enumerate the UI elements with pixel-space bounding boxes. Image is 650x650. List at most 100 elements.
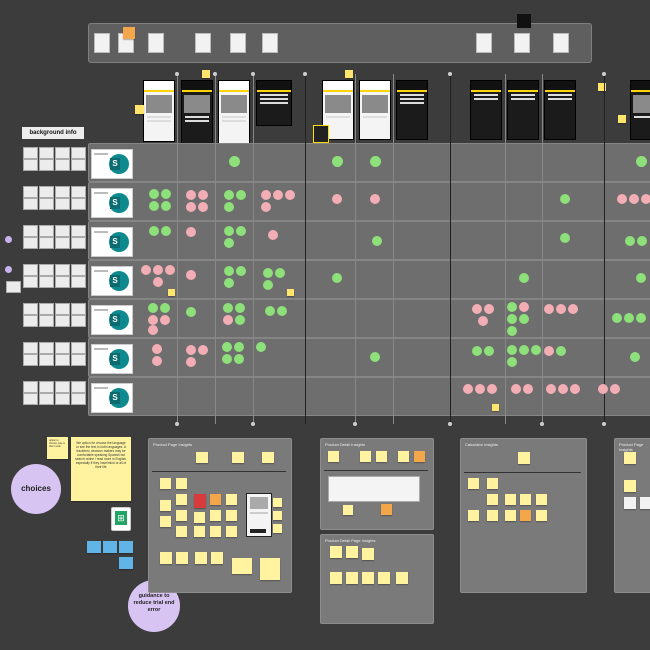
observation-dot[interactable] [275, 268, 285, 278]
participant-card[interactable]: S [91, 344, 133, 374]
observation-dot[interactable] [519, 345, 529, 355]
observation-dot[interactable] [511, 384, 521, 394]
observation-dot[interactable] [198, 202, 208, 212]
observation-dot[interactable] [612, 313, 622, 323]
phone-mockup[interactable] [256, 80, 292, 126]
phone-mockup[interactable] [544, 80, 576, 140]
observation-dot[interactable] [507, 357, 517, 367]
observation-dot[interactable] [224, 278, 234, 288]
participant-card[interactable]: S [91, 149, 133, 179]
observation-dot[interactable] [223, 303, 233, 313]
document-thumb[interactable] [262, 33, 278, 53]
observation-dot[interactable] [224, 190, 234, 200]
observation-dot[interactable] [277, 306, 287, 316]
observation-dot[interactable] [222, 342, 232, 352]
observation-dot[interactable] [556, 304, 566, 314]
observation-dot[interactable] [235, 303, 245, 313]
observation-dot[interactable] [332, 273, 342, 283]
participant-card[interactable]: S [91, 305, 133, 335]
observation-dot[interactable] [570, 384, 580, 394]
observation-dot[interactable] [507, 302, 517, 312]
observation-dot[interactable] [161, 189, 171, 199]
observation-dot[interactable] [149, 226, 159, 236]
observation-dot[interactable] [224, 238, 234, 248]
document-thumb[interactable] [514, 33, 530, 53]
observation-dot[interactable] [256, 342, 266, 352]
observation-dot[interactable] [186, 345, 196, 355]
observation-dot[interactable] [235, 315, 245, 325]
observation-dot[interactable] [160, 315, 170, 325]
observation-dot[interactable] [148, 315, 158, 325]
observation-dot[interactable] [598, 384, 608, 394]
observation-dot[interactable] [370, 352, 380, 362]
observation-dot[interactable] [475, 384, 485, 394]
observation-dot[interactable] [263, 268, 273, 278]
document-thumb[interactable] [195, 33, 211, 53]
observation-dot[interactable] [234, 354, 244, 364]
phone-mockup[interactable] [181, 80, 213, 144]
observation-dot[interactable] [617, 194, 627, 204]
observation-dot[interactable] [161, 226, 171, 236]
phone-mockup[interactable] [630, 80, 650, 140]
observation-dot[interactable] [636, 156, 647, 167]
observation-dot[interactable] [186, 357, 196, 367]
document-thumb[interactable] [148, 33, 164, 53]
observation-dot[interactable] [234, 342, 244, 352]
observation-dot[interactable] [544, 304, 554, 314]
observation-dot[interactable] [370, 156, 381, 167]
observation-dot[interactable] [152, 356, 162, 366]
participant-card[interactable]: S [91, 266, 133, 296]
document-thumb[interactable] [94, 33, 110, 53]
observation-dot[interactable] [223, 315, 233, 325]
observation-dot[interactable] [641, 194, 650, 204]
observation-dot[interactable] [236, 226, 246, 236]
observation-dot[interactable] [224, 226, 234, 236]
phone-mockup[interactable] [507, 80, 539, 140]
document-thumb[interactable] [476, 33, 492, 53]
observation-dot[interactable] [463, 384, 473, 394]
observation-dot[interactable] [268, 230, 278, 240]
participant-card[interactable]: S [91, 188, 133, 218]
document-thumb[interactable] [230, 33, 246, 53]
phone-mockup[interactable] [470, 80, 502, 140]
observation-dot[interactable] [630, 352, 640, 362]
observation-dot[interactable] [531, 345, 541, 355]
observation-dot[interactable] [160, 303, 170, 313]
observation-dot[interactable] [523, 384, 533, 394]
observation-dot[interactable] [556, 346, 566, 356]
document-thumb[interactable] [553, 33, 569, 53]
observation-dot[interactable] [332, 194, 342, 204]
observation-dot[interactable] [149, 201, 159, 211]
observation-dot[interactable] [507, 314, 517, 324]
observation-dot[interactable] [153, 277, 163, 287]
observation-dot[interactable] [568, 304, 578, 314]
observation-dot[interactable] [625, 236, 635, 246]
observation-dot[interactable] [629, 194, 639, 204]
observation-dot[interactable] [261, 202, 271, 212]
observation-dot[interactable] [236, 190, 246, 200]
observation-dot[interactable] [263, 280, 273, 290]
observation-dot[interactable] [560, 233, 570, 243]
phone-mockup[interactable] [359, 80, 391, 140]
observation-dot[interactable] [198, 345, 208, 355]
observation-dot[interactable] [478, 316, 488, 326]
observation-dot[interactable] [372, 236, 382, 246]
observation-dot[interactable] [229, 156, 240, 167]
observation-dot[interactable] [273, 190, 283, 200]
observation-dot[interactable] [624, 313, 634, 323]
observation-dot[interactable] [236, 266, 246, 276]
screens-strip[interactable] [328, 476, 420, 502]
observation-dot[interactable] [636, 313, 646, 323]
observation-dot[interactable] [519, 302, 529, 312]
observation-dot[interactable] [507, 326, 517, 336]
participant-card[interactable]: S [91, 383, 133, 413]
phone-mockup[interactable] [143, 80, 175, 142]
observation-dot[interactable] [546, 384, 556, 394]
observation-dot[interactable] [148, 303, 158, 313]
observation-dot[interactable] [265, 306, 275, 316]
observation-dot[interactable] [186, 307, 196, 317]
observation-dot[interactable] [519, 273, 529, 283]
phone-mockup[interactable] [218, 80, 250, 144]
observation-dot[interactable] [152, 344, 162, 354]
observation-dot[interactable] [224, 266, 234, 276]
